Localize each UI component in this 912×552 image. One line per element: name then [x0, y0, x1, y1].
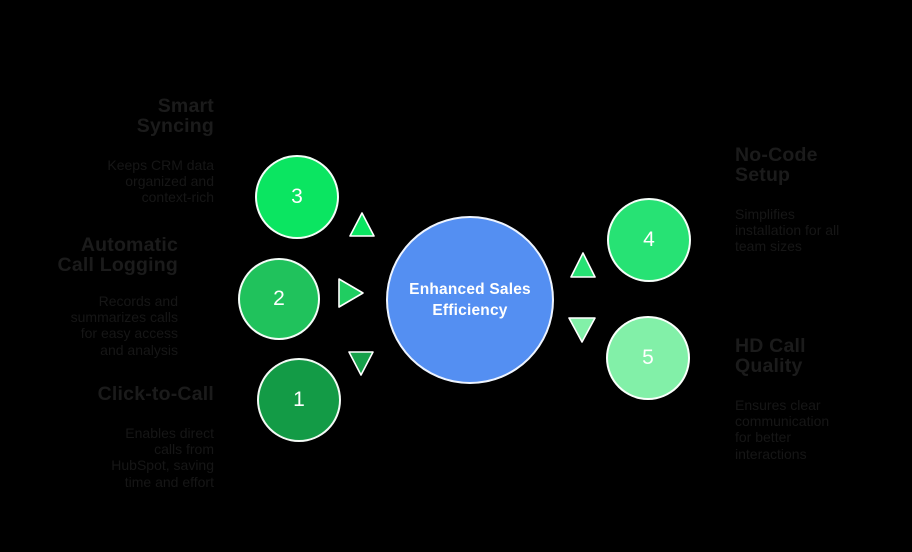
- feature-block-smart-syncing: Smart Syncing Keeps CRM data organized a…: [107, 96, 214, 206]
- feature-block-no-code-setup: No-Code Setup Simplifies installation fo…: [735, 145, 839, 255]
- triangle-up-shape: [570, 252, 596, 278]
- circle-4: 4: [607, 198, 691, 282]
- center-circle: Enhanced Sales Efficiency: [386, 216, 554, 384]
- triangle-up-icon: [349, 212, 375, 237]
- feature-description: Records and summarizes calls for easy ac…: [70, 293, 178, 358]
- triangle-down-icon: [568, 317, 596, 343]
- circle-1: 1: [257, 358, 341, 442]
- triangle-up-shape: [349, 212, 375, 237]
- center-label: Enhanced Sales Efficiency: [409, 281, 531, 319]
- feature-title: HD Call Quality: [735, 335, 806, 377]
- circle-1-number: 1: [293, 388, 305, 411]
- circle-2-number: 2: [273, 287, 285, 310]
- feature-block-automatic-call-logging: Automatic Call Logging Records and summa…: [58, 235, 178, 358]
- circle-4-number: 4: [643, 228, 655, 251]
- triangle-right-shape: [338, 278, 364, 308]
- circle-3-number: 3: [291, 185, 303, 208]
- circle-3: 3: [255, 155, 339, 239]
- circle-5: 5: [606, 316, 690, 400]
- triangle-down-shape: [568, 317, 596, 343]
- feature-title: Click-to-Call: [97, 383, 214, 405]
- triangle-up-icon: [570, 252, 596, 278]
- feature-title: No-Code Setup: [735, 144, 818, 186]
- circle-5-number: 5: [642, 346, 654, 369]
- feature-description: Ensures clear communication for better i…: [735, 397, 830, 462]
- triangle-down-shape: [348, 351, 374, 376]
- feature-title: Smart Syncing: [136, 95, 214, 137]
- feature-block-click-to-call: Click-to-Call Enables direct calls from …: [98, 384, 214, 490]
- feature-block-hd-call-quality: HD Call Quality Ensures clear communicat…: [735, 336, 829, 462]
- feature-description: Keeps CRM data organized and context-ric…: [107, 157, 214, 206]
- circle-2: 2: [238, 258, 320, 340]
- feature-description: Simplifies installation for all team siz…: [735, 206, 840, 255]
- triangle-down-icon: [348, 351, 374, 376]
- triangle-right-icon: [338, 278, 364, 308]
- feature-title: Automatic Call Logging: [57, 234, 178, 276]
- feature-description: Enables direct calls from HubSpot, savin…: [111, 425, 214, 490]
